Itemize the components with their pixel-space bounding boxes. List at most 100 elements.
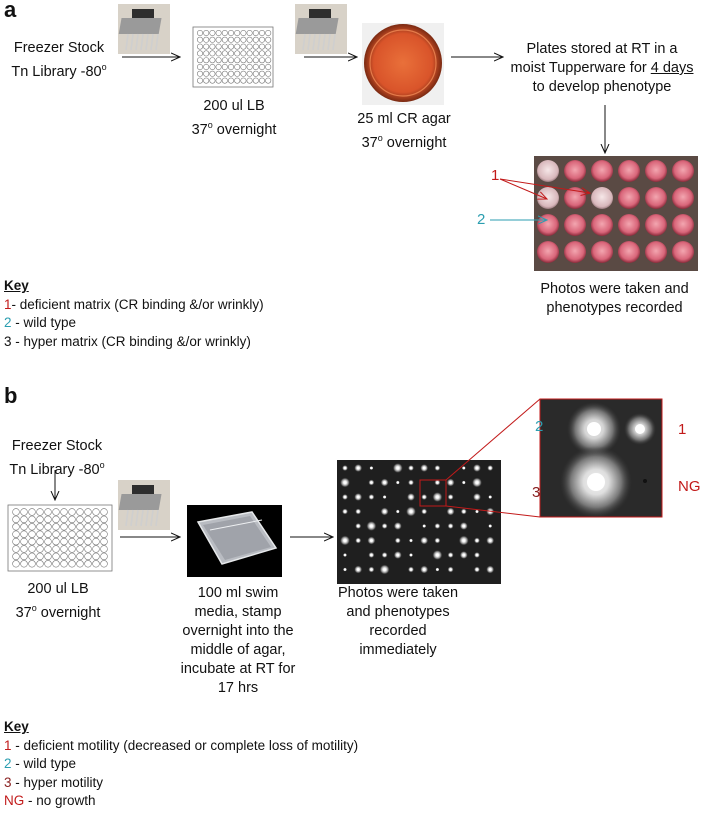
well bbox=[68, 515, 76, 524]
well bbox=[252, 63, 259, 70]
well bbox=[234, 63, 241, 70]
colony-center bbox=[462, 524, 466, 528]
well bbox=[20, 537, 28, 546]
well bbox=[36, 560, 44, 568]
colony-center bbox=[343, 553, 347, 557]
well bbox=[209, 77, 216, 84]
well bbox=[20, 515, 28, 524]
colony-center bbox=[343, 539, 347, 542]
plate-well bbox=[618, 241, 640, 263]
well bbox=[36, 515, 44, 524]
colony-center bbox=[422, 466, 426, 470]
label-1: 1 bbox=[491, 167, 500, 184]
colony-center bbox=[449, 481, 452, 484]
well bbox=[246, 77, 253, 84]
colony-center bbox=[383, 481, 386, 484]
well bbox=[28, 552, 36, 561]
well bbox=[44, 537, 52, 546]
zoom-label-3: 3 bbox=[532, 484, 541, 501]
well bbox=[259, 29, 266, 37]
well bbox=[52, 552, 60, 561]
plate-well bbox=[645, 214, 667, 236]
well bbox=[203, 50, 210, 57]
colony-center bbox=[488, 539, 492, 542]
colony-center bbox=[422, 510, 426, 513]
well bbox=[227, 29, 234, 37]
well bbox=[84, 537, 92, 546]
colony-center bbox=[488, 466, 492, 470]
well bbox=[221, 29, 228, 37]
photos-label-b: Photos were taken and phenotypes recorde… bbox=[337, 585, 459, 658]
zoom-inset-photo bbox=[539, 398, 663, 518]
well bbox=[100, 552, 108, 561]
well bbox=[240, 70, 247, 77]
well bbox=[246, 36, 253, 43]
label-1-arrow bbox=[499, 178, 547, 199]
well bbox=[28, 515, 36, 524]
well bbox=[240, 63, 247, 70]
well bbox=[100, 545, 108, 553]
plate-well bbox=[672, 160, 694, 182]
colony-center bbox=[436, 539, 439, 542]
well bbox=[259, 57, 266, 64]
colony-center bbox=[396, 466, 400, 470]
key-b: Key 1 - deficient motility (decreased or… bbox=[4, 718, 358, 811]
well bbox=[44, 552, 52, 561]
plate-well bbox=[672, 214, 694, 236]
colony-center bbox=[343, 510, 347, 513]
key-item: 3 - hyper motility bbox=[4, 774, 104, 790]
plate-well bbox=[537, 214, 559, 236]
zoom-label-1: 1 bbox=[678, 421, 687, 438]
phenotype-plate-photo bbox=[534, 156, 698, 271]
well bbox=[60, 552, 68, 561]
colony-center bbox=[422, 524, 426, 528]
plate-well bbox=[537, 187, 559, 209]
colony-center bbox=[396, 524, 400, 528]
colony-center bbox=[383, 495, 386, 499]
well bbox=[259, 50, 266, 57]
well bbox=[240, 50, 247, 57]
plate-well bbox=[564, 214, 586, 236]
well bbox=[234, 70, 241, 77]
well bbox=[36, 508, 44, 516]
well bbox=[84, 552, 92, 561]
colony-center bbox=[409, 481, 413, 484]
colony-center bbox=[475, 568, 479, 571]
zoom-line bbox=[445, 505, 541, 518]
well bbox=[240, 57, 247, 64]
well bbox=[209, 63, 216, 70]
storage-label: Plates stored at RT in a moist Tupperwar… bbox=[510, 41, 694, 95]
well bbox=[259, 63, 266, 70]
well bbox=[234, 43, 241, 50]
colony-center bbox=[488, 568, 492, 571]
plate-well bbox=[591, 214, 613, 236]
well bbox=[203, 70, 210, 77]
well bbox=[60, 537, 68, 546]
well bbox=[100, 523, 108, 531]
well bbox=[44, 545, 52, 553]
colony-center bbox=[383, 568, 386, 571]
plate-well bbox=[645, 241, 667, 263]
colony-center bbox=[475, 466, 479, 470]
well bbox=[203, 43, 210, 50]
label-2: 2 bbox=[477, 211, 486, 228]
colony-center bbox=[409, 539, 413, 542]
well bbox=[227, 77, 234, 84]
plate-well bbox=[564, 160, 586, 182]
well bbox=[84, 530, 92, 538]
well bbox=[215, 77, 222, 84]
well bbox=[20, 560, 28, 568]
key-item: 2 - wild type bbox=[4, 315, 77, 330]
well bbox=[12, 523, 20, 531]
freezer-stock-label-b: Freezer Stock Tn Library -80o bbox=[9, 438, 105, 478]
plate-well bbox=[618, 160, 640, 182]
colony-center bbox=[343, 495, 347, 499]
well bbox=[265, 29, 272, 37]
well bbox=[197, 70, 204, 77]
well bbox=[227, 36, 234, 43]
colony-center bbox=[436, 466, 439, 470]
plate-well bbox=[672, 241, 694, 263]
well bbox=[44, 560, 52, 568]
plate-well bbox=[645, 160, 667, 182]
well bbox=[84, 545, 92, 553]
